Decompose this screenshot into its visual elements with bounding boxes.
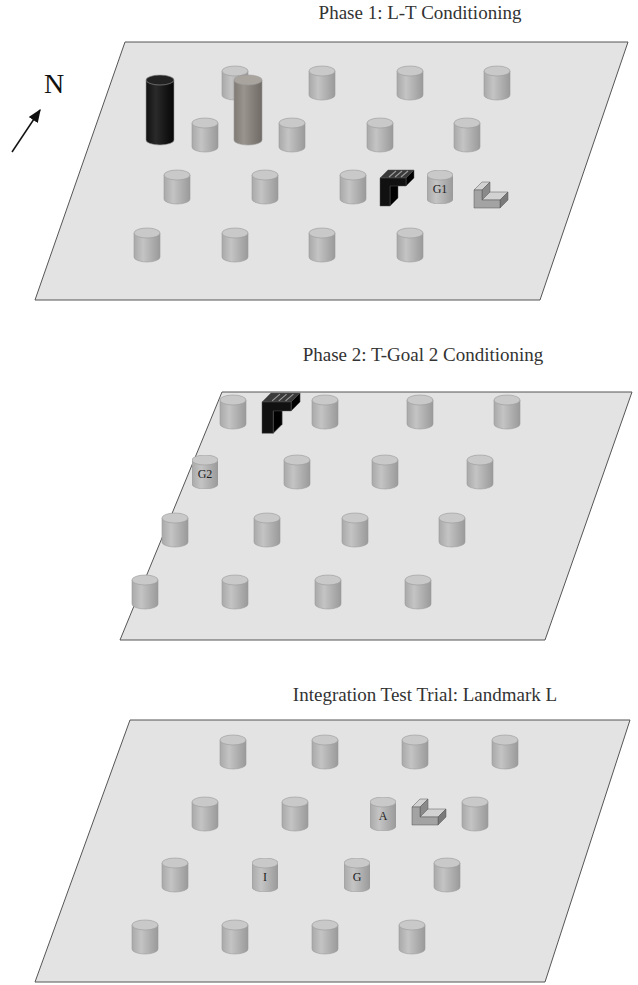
goal-cylinder: G1 xyxy=(427,170,453,204)
goal-cylinder: G xyxy=(344,858,370,892)
grey-l-landmark xyxy=(474,182,508,208)
black-l-landmark xyxy=(262,393,300,433)
floor-outline xyxy=(35,720,630,982)
cylinder xyxy=(367,118,393,152)
cylinder xyxy=(315,575,341,609)
arena-panel: Phase 1: L-T ConditioningG1 xyxy=(0,0,638,310)
cylinder xyxy=(222,228,248,262)
cylinder xyxy=(407,395,433,429)
cylinder xyxy=(252,170,278,204)
cylinder xyxy=(284,455,310,489)
cylinder xyxy=(222,920,248,954)
black-l-landmark xyxy=(380,170,414,206)
cylinder-label: G1 xyxy=(427,182,453,197)
cylinder xyxy=(162,513,188,547)
panel-heading: Integration Test Trial: Landmark L xyxy=(293,684,557,706)
cylinder xyxy=(397,66,423,100)
cylinder xyxy=(132,920,158,954)
cylinder xyxy=(222,575,248,609)
north-arrow xyxy=(12,110,40,152)
cylinder xyxy=(312,395,338,429)
cylinder xyxy=(309,66,335,100)
cylinder xyxy=(492,735,518,769)
panel-heading: Phase 2: T-Goal 2 Conditioning xyxy=(303,344,544,366)
cylinder xyxy=(164,170,190,204)
cylinder xyxy=(254,513,280,547)
cylinder xyxy=(439,513,465,547)
arena-panel: Integration Test Trial: Landmark L A I G xyxy=(0,680,638,985)
cylinder xyxy=(234,75,262,145)
cylinder xyxy=(467,455,493,489)
cylinder xyxy=(162,858,188,892)
cylinder xyxy=(282,797,308,831)
cylinder xyxy=(399,920,425,954)
cylinder xyxy=(192,118,218,152)
arena-floor xyxy=(0,0,638,310)
panel-heading: Phase 1: L-T Conditioning xyxy=(319,2,522,24)
floor-outline xyxy=(35,42,628,300)
cylinder xyxy=(312,920,338,954)
cylinder xyxy=(134,228,160,262)
cylinder xyxy=(312,735,338,769)
cylinder xyxy=(342,513,368,547)
cylinder xyxy=(454,118,480,152)
north-label: N xyxy=(44,68,64,100)
cylinder-label: A xyxy=(370,809,396,824)
cylinder xyxy=(279,118,305,152)
cylinder-label: G2 xyxy=(192,467,218,482)
cylinder xyxy=(372,455,398,489)
cylinder xyxy=(462,797,488,831)
goal-cylinder: A xyxy=(370,797,396,831)
cylinder xyxy=(494,395,520,429)
arena-floor xyxy=(0,340,638,650)
cylinder-label: I xyxy=(252,870,278,885)
cylinder xyxy=(146,75,174,145)
cylinder xyxy=(132,575,158,609)
grey-l-landmark xyxy=(412,799,446,825)
arena-panel: Phase 2: T-Goal 2 ConditioningG2 xyxy=(0,340,638,650)
floor-outline xyxy=(120,392,632,640)
cylinder xyxy=(220,735,246,769)
cylinder xyxy=(192,797,218,831)
cylinder-label: G xyxy=(344,870,370,885)
cylinder xyxy=(402,735,428,769)
cylinder xyxy=(484,66,510,100)
cylinder xyxy=(434,858,460,892)
arena-floor xyxy=(0,680,638,985)
goal-cylinder: I xyxy=(252,858,278,892)
cylinder xyxy=(405,575,431,609)
cylinder xyxy=(397,228,423,262)
cylinder xyxy=(220,395,246,429)
cylinder xyxy=(340,170,366,204)
cylinder xyxy=(309,228,335,262)
goal-cylinder: G2 xyxy=(192,455,218,489)
